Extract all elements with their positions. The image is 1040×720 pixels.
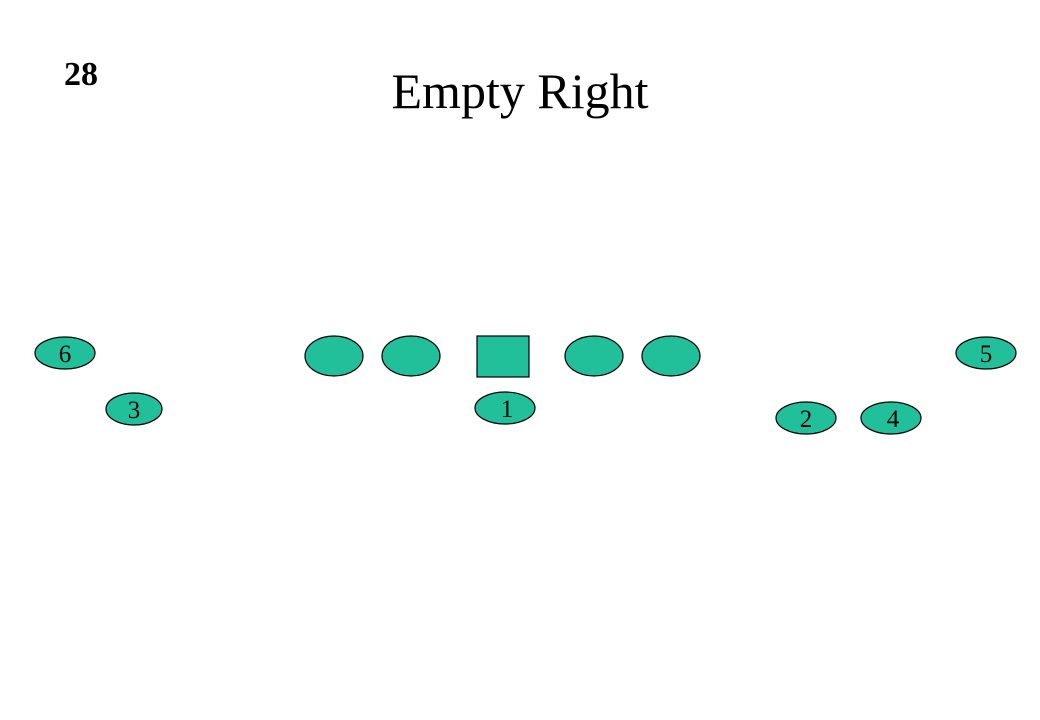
player-2-marker — [775, 401, 837, 435]
player-6-marker — [34, 336, 96, 370]
player-4-label: 4 — [887, 406, 900, 433]
player-5-marker — [955, 336, 1017, 370]
play-number: 28 — [64, 56, 98, 93]
player-1-marker — [474, 391, 536, 425]
lineman-right-guard — [564, 335, 624, 377]
center-square — [476, 335, 530, 378]
player-5: 5 — [955, 336, 1017, 370]
player-3-label: 3 — [128, 397, 141, 424]
player-6-label: 6 — [59, 341, 72, 368]
player-4-marker — [860, 401, 922, 435]
player-5-label: 5 — [980, 341, 993, 368]
player-1-label: 1 — [501, 396, 514, 423]
player-2-label: 2 — [800, 406, 813, 433]
player-3-marker — [105, 392, 163, 426]
lineman-left-tackle — [304, 335, 364, 377]
slide-title: Empty Right — [391, 63, 649, 119]
player-4: 4 — [860, 401, 922, 435]
player-1: 1 — [474, 391, 536, 425]
player-6: 6 — [34, 336, 96, 370]
lineman-right-tackle — [641, 335, 701, 377]
player-3: 3 — [105, 392, 163, 426]
lineman-left-guard — [381, 335, 441, 377]
player-2: 2 — [775, 401, 837, 435]
